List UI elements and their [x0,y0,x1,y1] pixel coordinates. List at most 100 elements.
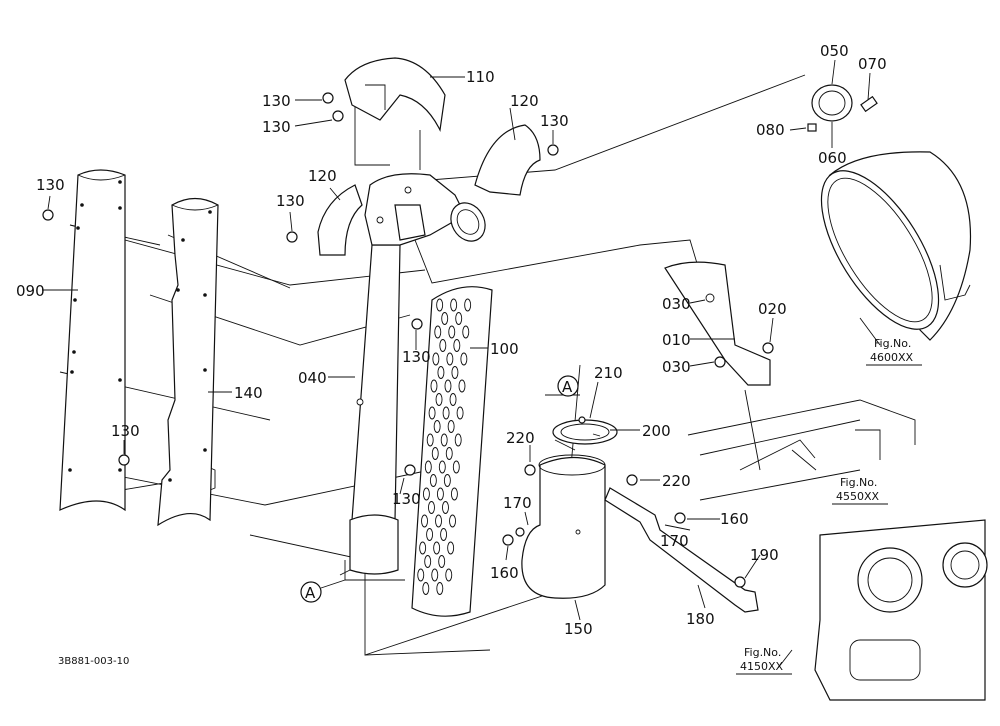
callout-110: 110 [466,68,495,86]
perforation-slot [431,447,439,460]
perforation-slot [426,528,434,541]
callout-180: 180 [686,610,715,628]
part-200-ring [552,416,618,445]
perforation-slot [464,298,472,312]
perforation-slot [444,379,452,393]
perforation-slot [421,514,428,528]
perforation-slot [446,352,454,366]
part-140-cover [157,197,219,527]
part-050-clamp [807,84,878,132]
elbow-assembly [364,173,486,246]
perforation-slot [440,528,448,541]
part-100-perforated-guard [411,286,493,617]
callout-030-upper: 030 [662,295,691,313]
perforation-slot [452,460,460,474]
callout-170-left: 170 [503,494,532,512]
muffler-body [820,151,972,341]
perforation-slot [453,339,461,352]
part-010-bracket [664,261,774,386]
callout-080: 080 [756,121,785,139]
perforation-slot [448,325,456,339]
callout-130-mid: 130 [402,348,431,366]
perforation-slot [424,555,432,568]
figure-ref-4150: Fig.No. 4150XX [736,646,792,675]
callout-160-left: 160 [490,564,519,582]
callout-020: 020 [758,300,787,318]
perforation-slot [454,433,462,447]
perforation-slot [436,487,444,501]
perforation-slot [450,487,458,501]
part-120-heat-shield-left [317,184,363,256]
callout-130-left: 130 [276,192,305,210]
callout-210: 210 [594,364,623,382]
frame-outline-4550 [687,389,916,501]
perforation-slot [433,420,441,433]
perforation-slot [445,568,453,582]
view-marker-a-lower: A [300,579,346,603]
bolts-130 [42,92,559,476]
perforation-slot [417,568,425,582]
callout-140: 140 [234,384,263,402]
perforation-slot [428,501,435,514]
part-120-heat-shield-right [474,124,541,196]
view-marker-a-lower-text: A [305,584,316,602]
perforation-slot [442,501,449,514]
perforation-slot [438,460,446,474]
callout-170-right: 170 [660,532,689,550]
figure-ref-4150-label: Fig.No. [744,646,781,659]
perforation-slot [422,487,430,501]
callout-100: 100 [490,340,519,358]
callout-130-right: 130 [540,112,569,130]
figure-ref-4550-label: Fig.No. [840,476,877,489]
perforation-slot [460,352,468,366]
view-marker-a-upper: A [545,375,579,397]
view-marker-a-upper-text: A [562,378,573,396]
callout-labels: 130 130 110 120 130 120 130 130 090 130 … [16,42,887,638]
figure-ref-4150-number: 4150XX [740,660,784,673]
perforation-slot [445,447,453,460]
callout-060: 060 [818,149,847,167]
perforation-slot [447,420,455,433]
perforation-slot [424,460,432,474]
part-180-stay [502,464,759,613]
perforation-slot [449,393,457,406]
part-150-muffler [521,454,606,599]
callout-040: 040 [298,369,327,387]
perforation-slot [436,582,444,595]
callout-070: 070 [858,55,887,73]
callout-190: 190 [750,546,779,564]
perforation-slot [432,352,440,366]
perforation-slot [456,406,464,420]
engine-block-4150 [814,519,988,701]
part-090-long-cover [59,169,126,512]
callout-010: 010 [662,331,691,349]
perforation-slot [440,433,448,447]
perforation-slot [433,541,441,555]
perforation-slot [455,312,463,325]
perforation-slot [434,325,442,339]
callout-130-lower-mid: 130 [392,490,421,508]
perforation-slot [441,312,449,325]
perforation-slot [438,555,446,568]
perforation-slot [419,541,427,555]
perforation-slot [431,568,439,582]
perforation-slot [437,366,445,379]
callout-130-lower-left: 130 [111,422,140,440]
figure-ref-4550-number: 4550XX [836,490,880,503]
perforation-slot [426,433,434,447]
leader-lines [42,59,881,669]
callout-200: 200 [642,422,671,440]
perforation-slot [436,298,444,312]
callout-150: 150 [564,620,593,638]
callout-130-top-1: 130 [262,92,291,110]
perforation-slot [439,339,447,352]
figure-ref-4550: Fig.No. 4550XX [832,476,888,505]
perforation-slot [430,379,438,393]
callout-220-left: 220 [506,429,535,447]
part-110-heat-shield-top [344,57,446,132]
callout-130-top-2: 130 [262,118,291,136]
callout-120-left: 120 [308,167,337,185]
callout-050: 050 [820,42,849,60]
drawing-number: 3B881-003-10 [58,656,129,667]
